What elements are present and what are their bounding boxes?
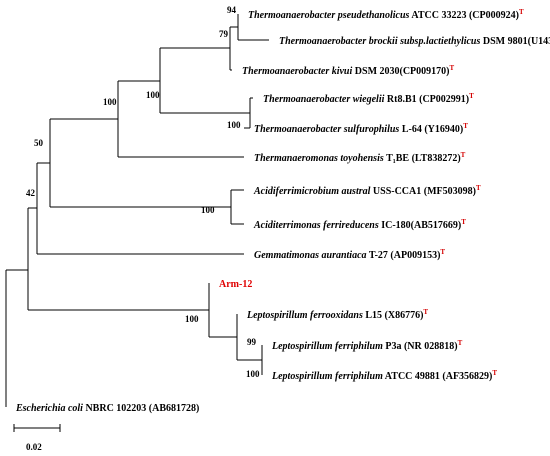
leaf-label-ecoli: Escherichia coli NBRC 102203 (AB681728) (15, 403, 199, 414)
leaf-strain-accession: DSM 9801(U14330) (480, 36, 550, 47)
leaf-label-t_sulf: Thermoanaerobacter sulfurophilus L-64 (Y… (254, 122, 468, 135)
type-strain-marker: T (423, 308, 428, 316)
leaf-strain-accession: Rt8.B1 (CP002991) (384, 94, 469, 105)
leaf-species-name: Thermoanaerobacter brockii subsp.lactiet… (279, 36, 480, 47)
type-strain-marker: T (463, 122, 468, 130)
type-strain-marker: T (461, 218, 466, 226)
bootstrap-value-n_lf: 99 (247, 337, 257, 347)
leaf-species-name: Thermoanaerobacter pseudethanolicus (248, 10, 410, 21)
leaf-species-name: Leptospirillum ferrooxidans (246, 310, 363, 321)
type-strain-marker: T (458, 339, 463, 347)
type-strain-marker: T (469, 92, 474, 100)
leaf-species-name: Leptospirillum ferriphilum (271, 371, 383, 382)
scale-bar-label: 0.02 (26, 442, 42, 452)
type-strain-marker: T (476, 184, 481, 192)
type-strain-marker: T (461, 151, 466, 159)
leaf-species-name: Acidiferrimicrobium austral (253, 186, 371, 197)
bootstrap-value-n_th: 100 (146, 90, 160, 100)
leaf-strain-accession: IC-180(AB517669) (379, 220, 462, 231)
bootstrap-value-n_acid: 100 (201, 205, 215, 215)
type-strain-marker: T (440, 248, 445, 256)
leaf-strain-accession: ATCC 49881 (AF356829) (383, 371, 493, 382)
leaf-strain-accession: USS-CCA1 (MF503098) (370, 186, 476, 197)
bootstrap-value-n_ff: 100 (246, 369, 260, 379)
leaf-species-name: Escherichia coli (15, 403, 83, 414)
scale-bar: 0.02 (13, 424, 61, 452)
leaf-species-name: Thermoanaerobacter wiegelii (263, 94, 385, 105)
leaf-label-t_pseud: Thermoanaerobacter pseudethanolicus ATCC… (248, 8, 524, 21)
leaf-strain-accession: Arm-12 (219, 279, 252, 290)
leaf-strain-accession: L15 (X86776) (363, 310, 424, 321)
leaf-strain-accession: NBRC 102203 (AB681728) (83, 403, 199, 414)
leaf-label-arm12: Arm-12 (219, 279, 252, 290)
leaf-species-name: Thermoanaerobacter kivui (242, 66, 352, 77)
leaf-label-a_fer: Aciditerrimonas ferrireducens IC-180(AB5… (253, 218, 466, 231)
leaf-label-tm_toy: Thermanaeromonas toyohensis T₁BE (LT8382… (254, 151, 466, 164)
bootstrap-value-n_lep: 100 (185, 314, 199, 324)
bootstrap-value-n_pbk: 79 (219, 29, 229, 39)
bootstrap-value-n_ws: 100 (227, 120, 241, 130)
type-strain-marker: T (492, 369, 497, 377)
leaf-strain-accession: T-27 (AP009153) (367, 250, 441, 261)
leaf-strain-accession: ATCC 33223 (CP000924) (409, 10, 519, 21)
leaf-strain-accession: P3a (NR 028818) (383, 341, 458, 352)
leaf-label-l_fox: Leptospirillum ferrooxidans L15 (X86776)… (246, 308, 428, 321)
leaf-label-l_f2: Leptospirillum ferriphilum ATCC 49881 (A… (271, 369, 497, 382)
leaf-label-l_f1: Leptospirillum ferriphilum P3a (NR 02881… (271, 339, 463, 352)
bootstrap-value-n_ps_br: 94 (227, 5, 237, 15)
bootstrap-value-n_42: 42 (26, 188, 36, 198)
leaf-label-t_kivui: Thermoanaerobacter kivui DSM 2030(CP0091… (242, 64, 455, 77)
leaf-label-t_wieg: Thermoanaerobacter wiegelii Rt8.B1 (CP00… (263, 92, 474, 105)
leaf-species-name: Thermoanaerobacter sulfurophilus (254, 124, 399, 135)
type-strain-marker: T (519, 8, 524, 16)
leaf-species-name: Gemmatimonas aurantiaca (254, 250, 367, 261)
type-strain-marker: T (450, 64, 455, 72)
leaf-label-a_aus: Acidiferrimicrobium austral USS-CCA1 (MF… (253, 184, 481, 197)
leaf-strain-accession: T₁BE (LT838272) (384, 153, 461, 164)
bootstrap-value-n_ttm: 100 (103, 97, 117, 107)
leaf-strain-accession: DSM 2030(CP009170) (352, 66, 449, 77)
leaf-label-g_aur: Gemmatimonas aurantiaca T-27 (AP009153)T (254, 248, 445, 261)
leaf-label-t_brock: Thermoanaerobacter brockii subsp.lactiet… (279, 34, 550, 47)
bootstrap-value-n_50: 50 (34, 138, 44, 148)
leaf-species-name: Thermanaeromonas toyohensis (254, 153, 384, 164)
leaf-species-name: Leptospirillum ferriphilum (271, 341, 383, 352)
leaf-species-name: Aciditerrimonas ferrireducens (253, 220, 379, 231)
leaf-strain-accession: L-64 (Y16940) (399, 124, 463, 135)
